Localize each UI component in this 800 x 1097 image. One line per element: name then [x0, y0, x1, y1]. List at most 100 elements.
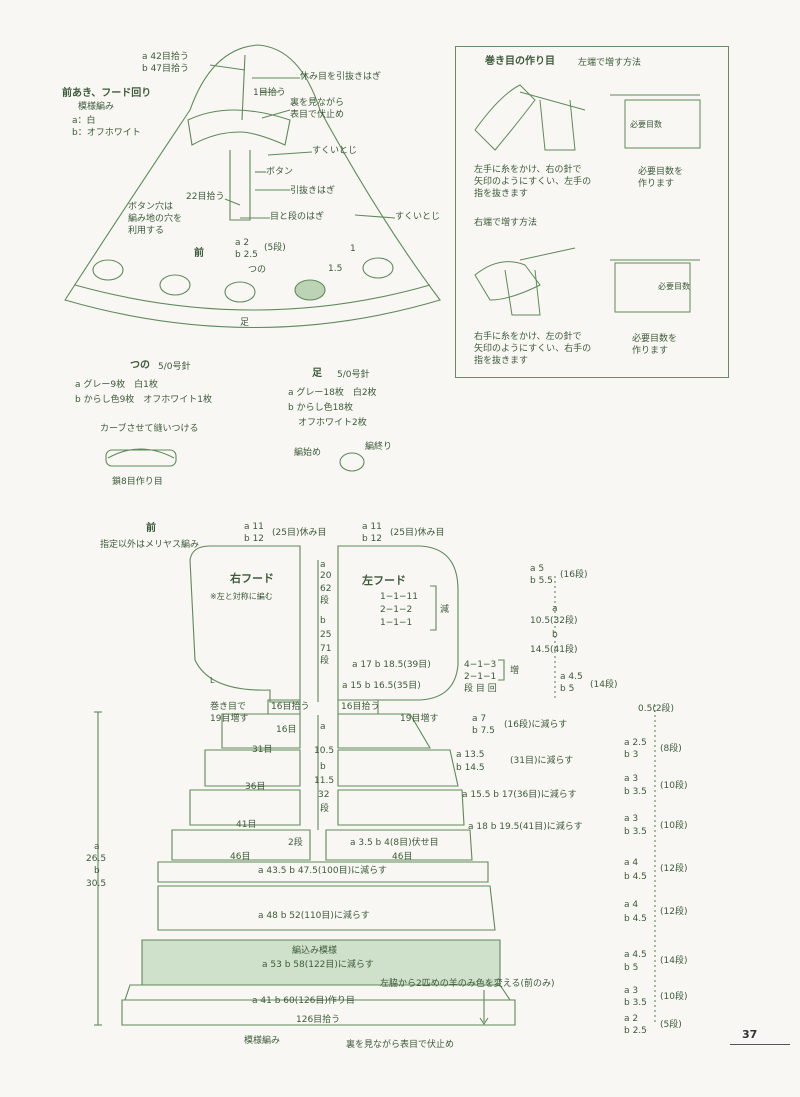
rc4a: a 4: [624, 858, 639, 868]
rc1a: a 2.5: [624, 738, 647, 748]
left-end-method: 左端で増す方法: [578, 58, 642, 68]
r-41: 41目: [236, 820, 257, 830]
rc8b: b 2.5: [624, 1026, 647, 1036]
colorwork-label: 編込み模様: [292, 946, 338, 956]
foot-b2: オフホワイト2枚: [298, 418, 367, 428]
right-end-method: 右端で増す方法: [474, 218, 538, 228]
mirror-note: ※左と対称に編む: [210, 592, 273, 601]
sc2b: 10.5(32段): [530, 616, 578, 626]
sc1b: b 5.5: [530, 576, 553, 586]
label-whip-1: すくいとじ: [312, 146, 358, 156]
label-buttonhole-1: ボタン穴は: [128, 202, 174, 212]
total-b: b: [94, 866, 100, 876]
yoke-a: a: [320, 722, 326, 732]
hood-h-a: a: [320, 560, 326, 570]
rc7a: a 3: [624, 986, 639, 996]
rc6a: a 4.5: [624, 950, 647, 960]
hood-pickup-b: b 47目拾う: [142, 64, 190, 74]
horn-title: つの: [130, 360, 150, 371]
color-a: a：白: [72, 116, 96, 126]
make1a: 必要目数を: [638, 167, 684, 177]
dec16-b: b 7.5: [472, 726, 495, 736]
rc6c: (14段): [660, 956, 688, 966]
rc2c: (10段): [660, 781, 688, 791]
r-rest-b: b 12: [244, 534, 265, 544]
hood-h-b3: 71: [320, 644, 332, 654]
rc1c: (8段): [660, 744, 682, 754]
hood-h-b4: 段: [320, 656, 330, 666]
hood-pickup-a: a 42目拾う: [142, 52, 189, 62]
yoke-a2: 10.5: [314, 746, 335, 756]
bottom-front-title: 前: [146, 523, 156, 534]
cast-on-instructions: [455, 46, 729, 378]
rc2a: a 3: [624, 774, 639, 784]
l-rest-a: a 11: [362, 522, 382, 532]
pattern-label: 模様編み: [78, 102, 115, 112]
right-hood-shape: [189, 545, 301, 703]
r-rest-a: a 11: [244, 522, 264, 532]
dec-label: 減: [440, 605, 450, 615]
total-a: a: [94, 842, 100, 852]
hood-h-a3: 62: [320, 584, 332, 594]
dec31-b: b 14.5: [456, 763, 485, 773]
dec100: a 43.5 b 47.5(100目)に減らす: [258, 866, 387, 876]
dec36: a 15.5 b 17(36目)に減らす: [462, 790, 577, 800]
foot-a: a グレー18枚 白2枚: [288, 388, 377, 398]
pick-126: 126目拾う: [296, 1015, 341, 1025]
hood-h-a4: 段: [320, 596, 330, 606]
bottom-pattern: 模様編み: [244, 1036, 281, 1046]
left-hood-label: 左フード: [362, 574, 406, 587]
foot-title: 足: [312, 368, 322, 379]
front-label: 前: [194, 248, 204, 259]
l-16-pick: 16目拾う: [341, 702, 380, 712]
sc1a: a 5: [530, 564, 545, 574]
make1b: 作ります: [638, 179, 675, 189]
horn-chain: 鎖8目作り目: [112, 477, 163, 487]
label-rest-graft: 休み目を引抜きはぎ: [300, 72, 382, 82]
cast-on-title: 巻き目の作り目: [485, 56, 555, 67]
label-22-pick: 22目拾う: [186, 192, 225, 202]
r-cast-1: 巻き目で: [210, 702, 247, 712]
r-46: 46目: [230, 852, 251, 862]
label-whip-2: すくいとじ: [395, 212, 441, 222]
page-number: 37: [742, 1028, 758, 1041]
label-bindoff-2: 表目で伏止め: [290, 110, 345, 120]
r-31: 31目: [252, 745, 273, 755]
bind8: a 3.5 b 4(8目)伏せ目: [350, 838, 439, 848]
hood-h-a2: 20: [320, 571, 332, 581]
make2b: 作ります: [632, 346, 669, 356]
hood-inner: [187, 109, 291, 146]
r-16: 16目: [276, 725, 297, 735]
needed-stitches-1: 必要目数: [630, 120, 662, 129]
mark-l: L: [210, 676, 215, 685]
dec16-c: (16段)に減らす: [504, 720, 568, 730]
color-b: b：オフホワイト: [72, 128, 141, 138]
label-button: ボタン: [266, 167, 294, 177]
sc2d: 14.5(41段): [530, 645, 578, 655]
desc2b: 矢印のようにすくい、右手の: [474, 344, 592, 354]
label-buttonhole-3: 利用する: [128, 226, 165, 236]
foot-needle: 5/0号針: [337, 370, 370, 380]
dec110: a 48 b 52(110目)に減らす: [258, 911, 370, 921]
inc-seq-1: 4−1−3: [464, 660, 497, 670]
r-rest-c: (25目)休み目: [272, 528, 327, 538]
foot-callout: 足: [240, 318, 250, 328]
hood-h-b2: 25: [320, 630, 332, 640]
rc0: 0.5(2段): [638, 704, 675, 714]
inc-seq-2: 2−1−1: [464, 672, 497, 682]
desc1a: 左手に糸をかけ、右の針で: [474, 165, 582, 175]
label-bindoff-1: 裏を見ながら: [290, 98, 345, 108]
desc2a: 右手に糸をかけ、左の針で: [474, 332, 582, 342]
desc1b: 矢印のようにすくい、左手の: [474, 177, 592, 187]
label-slip-graft: 引抜きはぎ: [290, 186, 336, 196]
sc3c: (14段): [590, 680, 618, 690]
yoke-32: 32: [318, 790, 330, 800]
rc8a: a 2: [624, 1014, 639, 1024]
inc-label: 増: [510, 666, 520, 676]
foot-b: b からし色18枚: [288, 403, 354, 413]
width-35: a 15 b 16.5(35目): [342, 681, 421, 691]
sheep-note: 左脇から2匹めの羊のみ色を変える(前のみ): [380, 979, 555, 989]
rc1b: b 3: [624, 750, 639, 760]
